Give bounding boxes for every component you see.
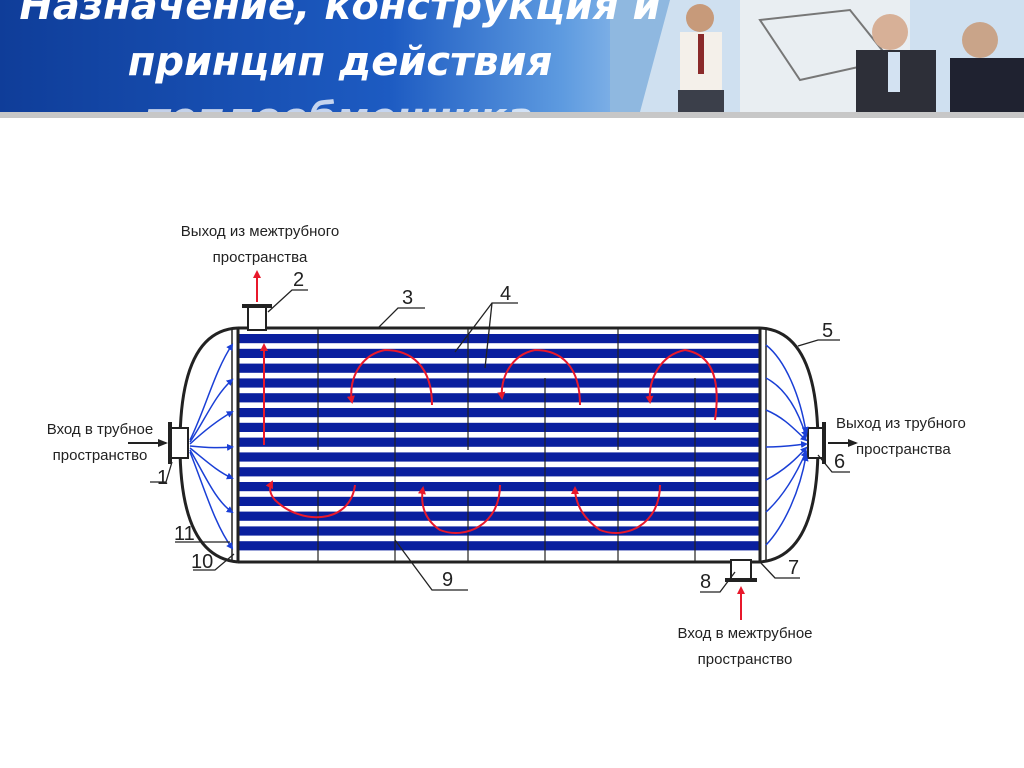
tube	[238, 452, 760, 462]
tube	[238, 348, 760, 358]
part-number-5: 5	[822, 320, 833, 342]
tube	[238, 422, 760, 432]
shell-frame	[238, 326, 760, 564]
tube	[238, 393, 760, 403]
part-number-6: 6	[834, 451, 845, 473]
tube	[238, 378, 760, 388]
tube-inlet-nozzle	[169, 427, 189, 459]
slide-title: Назначение, конструкция и принцип действ…	[0, 0, 680, 112]
tube-outlet-nozzle	[807, 427, 825, 459]
part-number-10: 10	[191, 551, 213, 573]
tube	[238, 334, 760, 344]
tube	[238, 541, 760, 551]
tube	[238, 437, 760, 447]
svg-text:Выход из трубного: Выход из трубного	[836, 415, 966, 432]
part-number-1: 1	[157, 467, 168, 489]
tube	[238, 467, 760, 477]
tube	[238, 496, 760, 506]
label-tube-outlet: Выход из трубного пространства	[836, 415, 966, 458]
svg-text:пространства: пространства	[856, 441, 951, 458]
title-line-3: теплообменника	[0, 90, 680, 112]
title-line-1: Назначение, конструкция и	[19, 0, 661, 29]
slide-header: Назначение, конструкция и принцип действ…	[0, 0, 1024, 112]
part-number-2: 2	[293, 269, 304, 291]
svg-text:Вход в межтрубное: Вход в межтрубное	[677, 625, 812, 642]
leader-lines	[150, 289, 850, 593]
header-divider	[0, 112, 1024, 118]
svg-text:пространство: пространство	[53, 447, 148, 464]
shell-outlet-nozzle	[247, 305, 267, 331]
part-number-7: 7	[788, 557, 799, 579]
shell-side-flow	[260, 343, 718, 534]
part-number-8: 8	[700, 571, 711, 593]
svg-text:Выход из межтрубного: Выход из межтрубного	[181, 223, 339, 240]
part-number-3: 3	[402, 287, 413, 309]
tube	[238, 511, 760, 521]
svg-text:Вход в трубное: Вход в трубное	[47, 421, 154, 438]
part-number-11: 11	[174, 523, 195, 545]
tube	[238, 408, 760, 418]
svg-text:пространства: пространства	[213, 249, 308, 266]
tube	[238, 363, 760, 373]
tube-side-flow-right	[765, 344, 809, 546]
tube-side-flow-left	[189, 343, 234, 550]
label-shell-inlet: Вход в межтрубное пространство	[677, 625, 812, 668]
title-line-2: принцип действия	[127, 39, 553, 85]
part-number-9: 9	[442, 569, 453, 591]
label-tube-inlet: Вход в трубное пространство	[47, 421, 154, 464]
shell-inlet-nozzle	[730, 559, 752, 581]
presenters-photo	[610, 0, 1024, 112]
svg-text:пространство: пространство	[698, 651, 793, 668]
label-shell-outlet: Выход из межтрубного пространства	[181, 223, 339, 266]
part-number-4: 4	[500, 283, 511, 305]
tube	[238, 526, 760, 536]
